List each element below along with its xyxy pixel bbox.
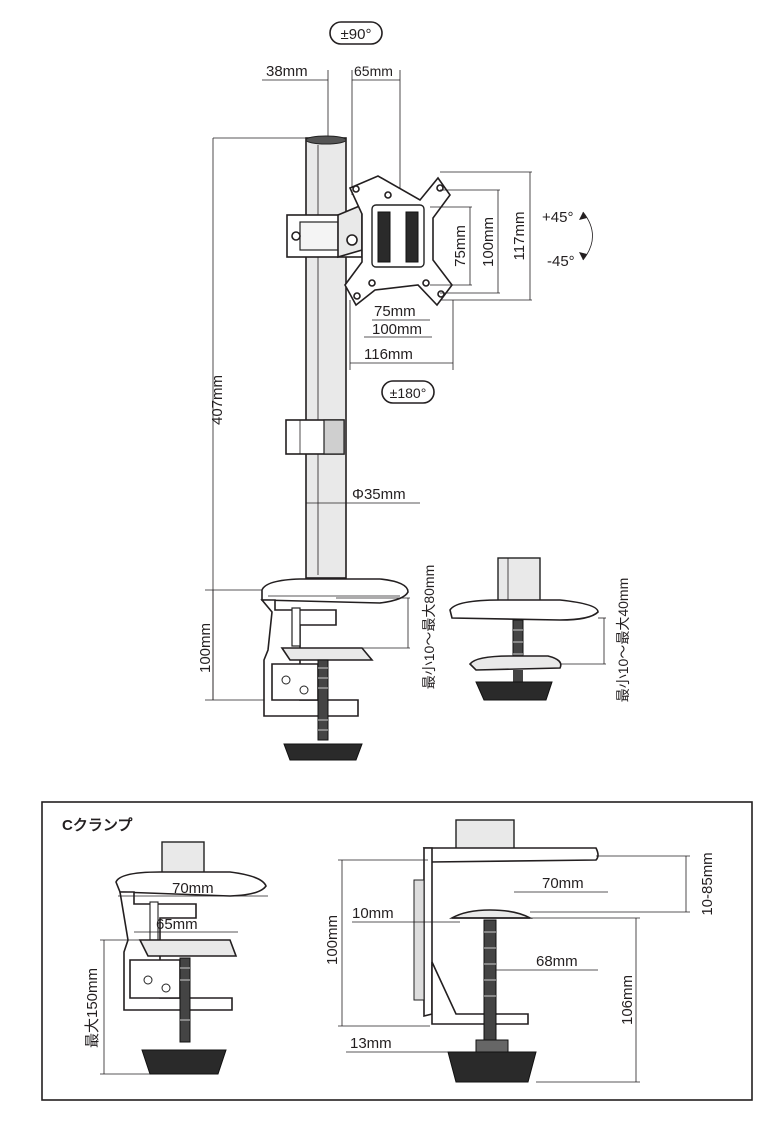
dim-38mm: 38mm xyxy=(266,63,308,80)
c-dim-150: 最大150mm xyxy=(84,968,101,1048)
dim-phi35: Φ35mm xyxy=(352,486,406,503)
c-clamp-title: Cクランプ xyxy=(62,817,133,834)
c-dim-100: 100mm xyxy=(324,915,341,965)
tilt-arrow-icon xyxy=(582,211,593,261)
rotate-badge: ±180° xyxy=(381,380,435,404)
clamp-range-2: 最小10～最大40mm xyxy=(615,578,631,702)
clamp-range-1: 最小10～最大80mm xyxy=(421,565,437,689)
c-dim-70-right: 70mm xyxy=(542,875,584,892)
c-dim-68: 68mm xyxy=(536,953,578,970)
base-plate xyxy=(261,578,409,604)
tilt-up-label: +45° xyxy=(542,209,573,226)
vesa-h-100: 100mm xyxy=(372,321,422,338)
pan-rotation-label: ±90° xyxy=(341,26,372,43)
dim-65mm: 65mm xyxy=(354,63,393,79)
c-dim-70-left: 70mm xyxy=(172,880,214,897)
pole xyxy=(305,137,347,579)
c-clamp-left xyxy=(115,841,267,1075)
tilt-down-label: -45° xyxy=(547,253,575,270)
c-dim-65: 65mm xyxy=(156,916,198,933)
c-clamp-panel: Cクランプ 70mm 65mm 最大150mm xyxy=(41,801,753,1101)
monitor-arm-drawing: ±90° 38mm 65mm 407mm Φ35mm xyxy=(197,21,631,761)
c-dim-106: 106mm xyxy=(619,975,636,1025)
vesa-plate xyxy=(344,175,454,307)
vesa-v-117: 117mm xyxy=(511,212,528,261)
vesa-h-116: 116mm xyxy=(364,346,413,363)
vesa-v-100: 100mm xyxy=(480,217,497,267)
dim-100mm-base: 100mm xyxy=(197,623,214,673)
grommet-clamp xyxy=(449,557,599,701)
vesa-v-75: 75mm xyxy=(452,225,469,267)
c-dim-10-85: 10-85mm xyxy=(699,852,716,915)
c-dim-10: 10mm xyxy=(352,905,394,922)
rotate-label: ±180° xyxy=(390,385,427,401)
c-dim-13: 13mm xyxy=(350,1035,392,1052)
c-clamp-right xyxy=(413,819,599,1083)
pan-rotation-badge: ±90° xyxy=(329,21,383,45)
dim-407mm: 407mm xyxy=(209,375,226,425)
desk-clamp xyxy=(260,599,374,761)
vesa-h-75: 75mm xyxy=(374,303,416,320)
